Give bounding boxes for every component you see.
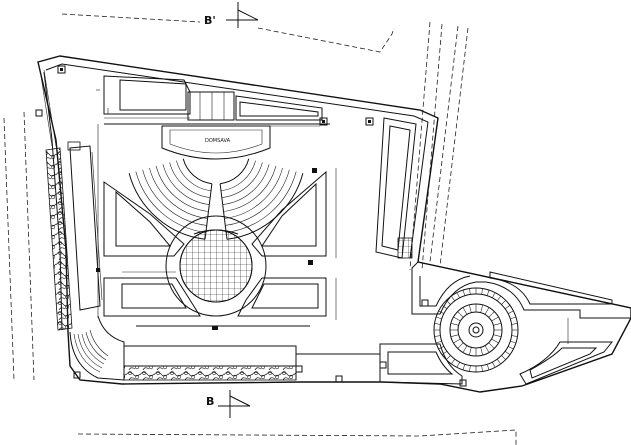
rotunda-column [436,340,442,344]
seat-row-right [222,164,270,205]
rotunda-step [457,311,464,318]
seating-wing-blocks [103,170,327,327]
seat-row-right [225,169,290,226]
seat-row-right [221,162,263,198]
building-outline [37,55,631,393]
rotunda-step [469,304,472,313]
rotunda [411,261,631,373]
rotunda-column [441,350,448,355]
rotunda-column [456,292,460,299]
rotunda-step [488,342,495,349]
left-corridor [67,141,103,311]
column-markers [35,65,467,387]
rotunda-column [481,288,483,295]
rotunda-step [488,311,495,318]
rotunda-column [501,355,506,360]
rotunda-step [469,347,472,356]
section-label-bottom: B [206,395,214,408]
seat-row-left [162,164,210,205]
rotunda-step [480,304,483,313]
seat-row-left [149,167,208,219]
amphitheater-seating [128,158,304,240]
rotunda-step [491,316,499,322]
section-label-top: B' [204,14,216,27]
stone-wall-left [39,69,73,331]
rotunda-column [434,323,441,325]
rotunda-column [511,335,518,337]
rotunda-column [492,361,496,368]
lower-right-rooms [296,341,614,385]
rotunda-column [501,300,506,305]
rotunda-column [481,365,483,372]
rotunda-step [450,334,459,337]
seat-row-left [128,173,206,240]
seat-row-left [155,165,209,212]
rotunda-step [480,347,483,356]
dimension-lines [96,89,337,320]
site-boundary-lines [3,13,517,445]
rotunda-step [493,323,502,326]
rotunda-column [434,335,441,337]
rotunda-column [496,295,501,302]
rotunda-step [453,316,461,322]
seat-row-left [135,171,206,233]
seat-row-right [220,158,250,185]
seat-row-left [182,158,212,185]
rotunda-column [511,323,518,325]
section-marker-top: B' [204,2,259,28]
rotunda-column [462,364,466,370]
rotunda-column [510,340,516,344]
rotunda-column [504,305,511,310]
rotunda-column [446,300,451,305]
seat-row-left [142,169,207,226]
rotunda-column [469,365,471,372]
rotunda-column [438,310,445,314]
stage: DOMSAVA [161,125,271,160]
rotunda-column [456,361,460,368]
rotunda-column [507,310,514,314]
rotunda-step [462,307,468,315]
rotunda-column [451,295,456,302]
rotunda-step [491,338,499,344]
rotunda-column [504,350,511,355]
rotunda-step [453,338,461,344]
rotunda-step [457,342,464,349]
stair-bottom-left [69,315,125,381]
seat-row-right [220,160,256,191]
rotunda-column [496,358,501,365]
upper-rooms [103,75,330,125]
seat-row-left [176,160,212,191]
rotunda-column [446,355,451,360]
section-marker-bottom: B [206,390,251,418]
rotunda-column [469,288,471,295]
seat-row-right [223,165,277,212]
central-plaza [165,215,267,317]
rotunda-step [493,334,502,337]
rotunda-column [492,292,496,299]
rotunda-column [486,290,490,296]
seating-aisle [204,183,213,240]
rotunda-column [507,346,514,350]
right-corridor [375,117,417,259]
rotunda-column [436,316,442,320]
rotunda-column [441,305,448,310]
seating-aisle [219,183,228,240]
rotunda-step [484,307,490,315]
seat-row-right [224,167,283,219]
rotunda-step [484,345,490,353]
rotunda-step [450,323,459,326]
rotunda-column [510,316,516,320]
seat-row-right [226,171,297,233]
rotunda-column [451,358,456,365]
rotunda-column [462,290,466,296]
seat-row-left [169,162,211,198]
stage-label: DOMSAVA [205,138,231,144]
rotunda-column [486,364,490,370]
stone-bench-bottom [123,345,297,381]
rotunda-step [462,345,468,353]
